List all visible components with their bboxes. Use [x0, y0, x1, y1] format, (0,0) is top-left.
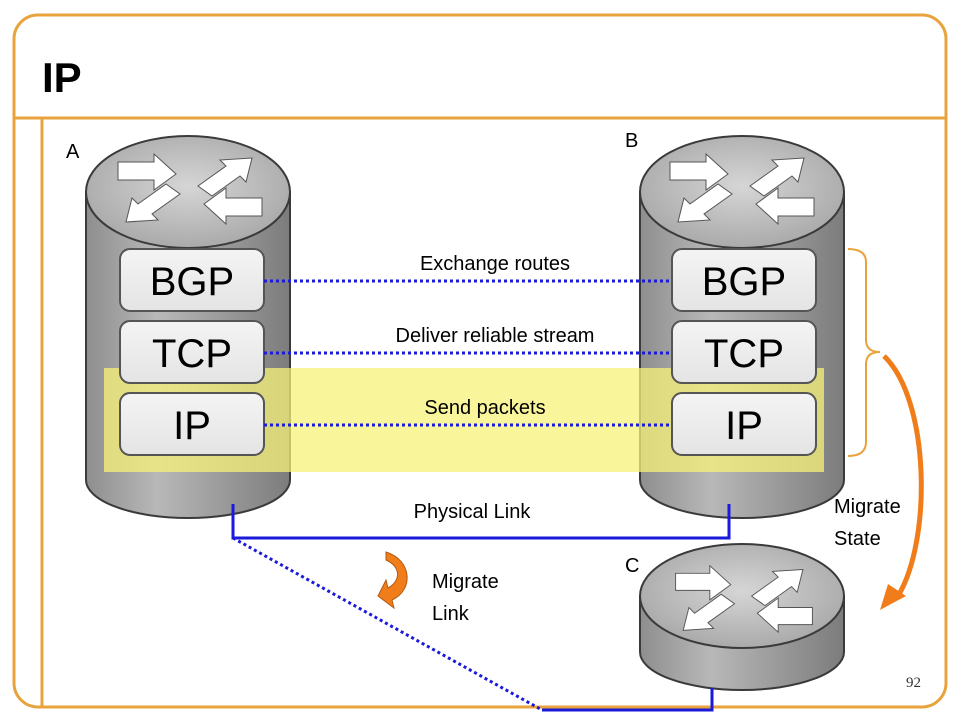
migrate-link-label-line2: Link — [432, 603, 470, 625]
router-b-ip-label: IP — [725, 404, 763, 448]
page-number: 92 — [906, 675, 921, 691]
physical-link-label: Physical Link — [414, 501, 532, 523]
router-b-bgp-box — [671, 248, 817, 312]
migrate-state-label-line1: Migrate — [834, 496, 901, 518]
exchange-routes-label: Exchange routes — [420, 253, 570, 275]
send-packets-label: Send packets — [424, 397, 545, 419]
router-a-bgp-label: BGP — [150, 260, 234, 304]
router-a-ip-label: IP — [173, 404, 211, 448]
router-b-ip-box — [671, 392, 817, 456]
router-c-label: C — [625, 555, 639, 577]
slide-frame — [12, 13, 948, 709]
migrate-state-label-line2: State — [834, 528, 881, 550]
router-b-bgp-label: BGP — [702, 260, 786, 304]
router-b-tcp-box — [671, 320, 817, 384]
migrate-link-label-line1: Migrate — [432, 571, 499, 593]
physical-link-line — [231, 504, 731, 540]
migrated-link-dotted-line — [232, 536, 543, 712]
router-a-label: A — [66, 141, 80, 163]
migrate-state-arrow-icon — [880, 354, 924, 610]
state-brace — [847, 248, 881, 457]
deliver-reliable-stream-label: Deliver reliable stream — [396, 325, 595, 347]
router-a-layer-stack: BGP TCP IP — [119, 248, 265, 456]
slide-title: IP — [42, 54, 82, 101]
migrated-link-solid-line — [542, 688, 714, 712]
router-a-tcp-label: TCP — [152, 332, 232, 376]
migrate-link-arrow-icon — [377, 551, 408, 610]
router-b-tcp-label: TCP — [704, 332, 784, 376]
router-c — [639, 543, 845, 691]
router-b-label: B — [625, 130, 638, 152]
router-b-layer-stack: BGP TCP IP — [671, 248, 817, 456]
